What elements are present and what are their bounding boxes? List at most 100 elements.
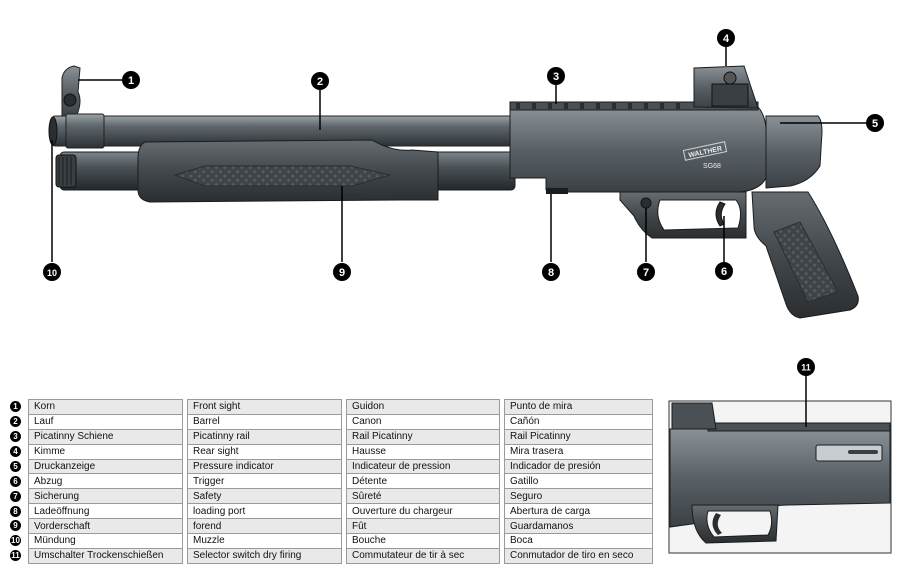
inset-rail (707, 422, 891, 432)
number-badge: 1 (10, 401, 21, 413)
column-gap (182, 444, 188, 460)
number-badge: 8 (10, 505, 21, 517)
svg-text:1: 1 (128, 75, 134, 87)
parts-row-number: 7 (10, 488, 29, 504)
column-gap (499, 488, 505, 504)
number-badge: 9 (10, 520, 21, 532)
inset-selector-slot (848, 450, 878, 454)
part-name-es: Gatillo (504, 473, 653, 490)
svg-text:2: 2 (317, 76, 323, 88)
parts-row-number: 10 (10, 533, 29, 549)
forend-checkering (173, 165, 391, 187)
number-badge: 3 (10, 431, 21, 443)
column-gap (341, 533, 347, 549)
part-name-de: Mündung (28, 533, 183, 549)
column-gap (182, 399, 188, 415)
callout-7: 7 (637, 263, 655, 281)
column-gap (341, 473, 347, 489)
column-gap (499, 518, 505, 534)
column-gap (341, 488, 347, 504)
column-gap (182, 503, 188, 519)
column-gap (499, 399, 505, 415)
parts-row-number: 1 (10, 399, 29, 415)
callout-10: 10 (43, 263, 61, 281)
muzzle (48, 116, 58, 146)
column-gap (499, 444, 505, 460)
column-gap (341, 503, 347, 519)
leader-lines (51, 46, 866, 262)
svg-text:9: 9 (339, 267, 345, 279)
column-gap (499, 414, 505, 430)
part-name-de: Vorderschaft (28, 518, 183, 535)
part-name-de: Kimme (28, 443, 183, 460)
column-gap (341, 459, 347, 474)
column-gap (182, 429, 188, 445)
part-name-es: Guardamanos (504, 518, 653, 535)
svg-text:3: 3 (553, 71, 559, 83)
parts-row-number: 9 (10, 518, 29, 534)
svg-text:11: 11 (801, 363, 811, 373)
number-badge: 6 (10, 475, 21, 487)
callout-1: 1 (122, 71, 140, 89)
part-name-en: Selector switch dry firing (187, 547, 342, 564)
svg-text:4: 4 (723, 33, 730, 45)
receiver (509, 106, 767, 193)
inset-rear-sight (671, 402, 717, 430)
inset-trigger-opening (706, 510, 773, 538)
logo-plate (682, 141, 728, 161)
svg-text:5: 5 (872, 118, 878, 130)
svg-text:7: 7 (643, 267, 649, 279)
column-gap (182, 414, 188, 430)
parts-row-number: 6 (10, 473, 29, 489)
rail-slots (516, 103, 680, 109)
logo-model: SG68 (703, 163, 721, 170)
pressure-indicator (765, 115, 823, 189)
part-name-de: Sicherung (28, 488, 183, 505)
number-badge: 10 (10, 535, 21, 547)
part-name-de: Lauf (28, 413, 183, 430)
trigger-guard-opening (657, 199, 742, 231)
part-name-fr: Canon (346, 413, 500, 430)
callout-8: 8 (542, 263, 560, 281)
parts-row-number: 5 (10, 459, 29, 474)
callout-9: 9 (333, 263, 351, 281)
number-badge: 11 (10, 550, 21, 562)
column-gap (182, 488, 188, 504)
part-name-en: Barrel (187, 413, 342, 430)
column-gap (182, 533, 188, 549)
column-gap (341, 414, 347, 430)
part-name-fr: Guidon (346, 399, 500, 415)
rear-sight-blade (711, 83, 749, 107)
part-name-fr: Commutateur de tir à sec (346, 547, 500, 564)
column-gap (499, 533, 505, 549)
part-name-en: Trigger (187, 473, 342, 490)
svg-text:6: 6 (721, 266, 727, 278)
part-name-fr: Fût (346, 518, 500, 535)
tube-cap-knurl (58, 157, 72, 185)
part-name-de: Ladeöffnung (28, 503, 183, 520)
part-name-es: Conmutador de tiro en seco (504, 547, 653, 564)
column-gap (341, 444, 347, 460)
number-badge: 5 (10, 460, 21, 472)
part-name-en: loading port (187, 503, 342, 520)
parts-row-number: 8 (10, 503, 29, 519)
grip-checkering (773, 221, 839, 303)
front-sight (61, 65, 81, 119)
front-sight-aperture (63, 93, 77, 107)
part-name-es: Seguro (504, 488, 653, 505)
column-gap (341, 399, 347, 415)
parts-row-number: 2 (10, 414, 29, 430)
part-name-fr: Bouche (346, 533, 500, 549)
part-name-es: Punto de mira (504, 399, 653, 415)
part-name-en: Rear sight (187, 443, 342, 460)
part-name-en: Muzzle (187, 533, 342, 549)
part-name-de: Druckanzeige (28, 458, 183, 475)
shotgun-diagram: WALTHER SG68 1 2 3 4 5 6 7 8 9 10 (43, 29, 884, 319)
column-gap (182, 548, 188, 564)
